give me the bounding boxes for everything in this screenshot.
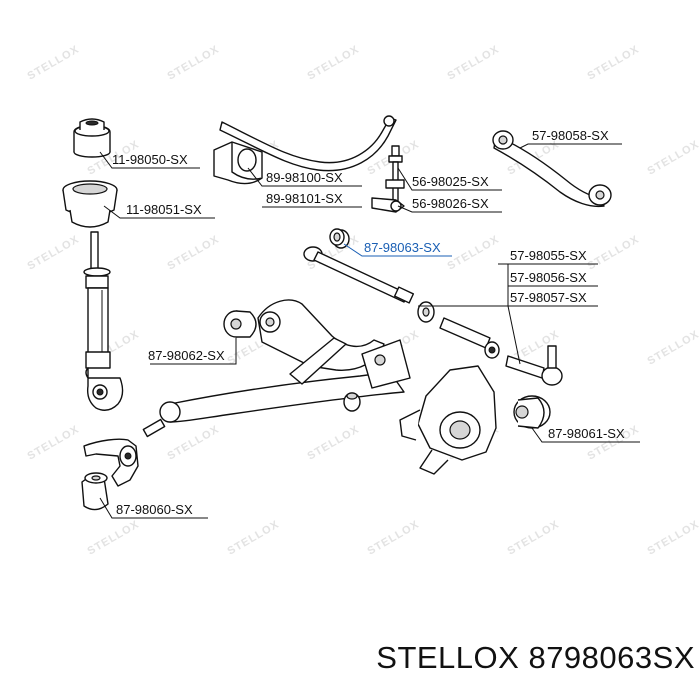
footer-caption: STELLOX 8798063SX [320, 640, 695, 676]
watermark-text: STELLOX [646, 138, 700, 177]
label-rod-3[interactable]: 57-98057-SX [510, 290, 587, 305]
label-stab-link-1[interactable]: 56-98025-SX [412, 174, 489, 189]
label-stab-bush-2[interactable]: 89-98101-SX [266, 191, 343, 206]
knuckle-part [399, 365, 497, 475]
top-mount-upper-part [73, 118, 111, 158]
watermark-text: STELLOX [646, 328, 700, 367]
label-top-mount-upper[interactable]: 11-98050-SX [112, 152, 188, 167]
label-stab-link-2[interactable]: 56-98026-SX [412, 196, 489, 211]
selected-bush-part [329, 228, 350, 249]
label-rod-1[interactable]: 57-98055-SX [510, 248, 587, 263]
subframe-bush-part [223, 310, 257, 338]
watermark-text: STELLOX [366, 518, 422, 557]
shock-bracket-part [83, 438, 139, 487]
stabilizer-bush-part [213, 141, 263, 185]
brand-name: STELLOX [376, 640, 520, 675]
watermark-text: STELLOX [26, 423, 82, 462]
watermark-text: STELLOX [306, 43, 362, 82]
watermark-text: STELLOX [26, 233, 82, 272]
watermark-text: STELLOX [306, 423, 362, 462]
watermark-text: STELLOX [646, 518, 700, 557]
article-number: 8798063SX [528, 640, 695, 675]
suspension-diagram: STELLOX STELLOX STELLOX STELLOX STELLOX STELL… [26, 43, 700, 557]
subframe-part [142, 299, 411, 438]
label-stab-bush-1[interactable]: 89-98100-SX [266, 170, 343, 185]
watermark-text: STELLOX [166, 233, 222, 272]
top-mount-lower-part [62, 180, 118, 228]
label-shock-bush[interactable]: 87-98060-SX [116, 502, 193, 517]
lateral-rod-part [303, 246, 415, 304]
leader-lines [99, 143, 640, 519]
part-labels: 11-98050-SX 11-98051-SX 89-98100-SX 89-9… [112, 128, 625, 517]
label-top-mount-lower[interactable]: 11-98051-SX [126, 202, 202, 217]
watermark-text: STELLOX [226, 518, 282, 557]
watermark-text: STELLOX [166, 43, 222, 82]
label-rod-2[interactable]: 57-98056-SX [510, 270, 587, 285]
watermark-text: STELLOX [166, 423, 222, 462]
watermark-text: STELLOX [586, 43, 642, 82]
rod-sleeve-part [417, 301, 500, 359]
watermark-text: STELLOX [26, 43, 82, 82]
knuckle-bush-part [513, 395, 551, 429]
watermark-text: STELLOX [86, 518, 142, 557]
upper-arm-part [492, 130, 612, 208]
watermark-text: STELLOX [586, 233, 642, 272]
tie-rod-end-part [505, 345, 563, 386]
watermark-text: STELLOX [506, 518, 562, 557]
shock-absorber-part [83, 231, 124, 411]
label-upper-arm[interactable]: 57-98058-SX [532, 128, 609, 143]
watermark-text: STELLOX [446, 233, 502, 272]
stabilizer-link-part [371, 145, 405, 213]
stabilizer-bar-part [219, 115, 397, 172]
label-selected-bush[interactable]: 87-98063-SX [364, 240, 441, 255]
label-knuckle-bush[interactable]: 87-98061-SX [548, 426, 625, 441]
watermark-text: STELLOX [446, 43, 502, 82]
label-subframe-bush[interactable]: 87-98062-SX [148, 348, 225, 363]
